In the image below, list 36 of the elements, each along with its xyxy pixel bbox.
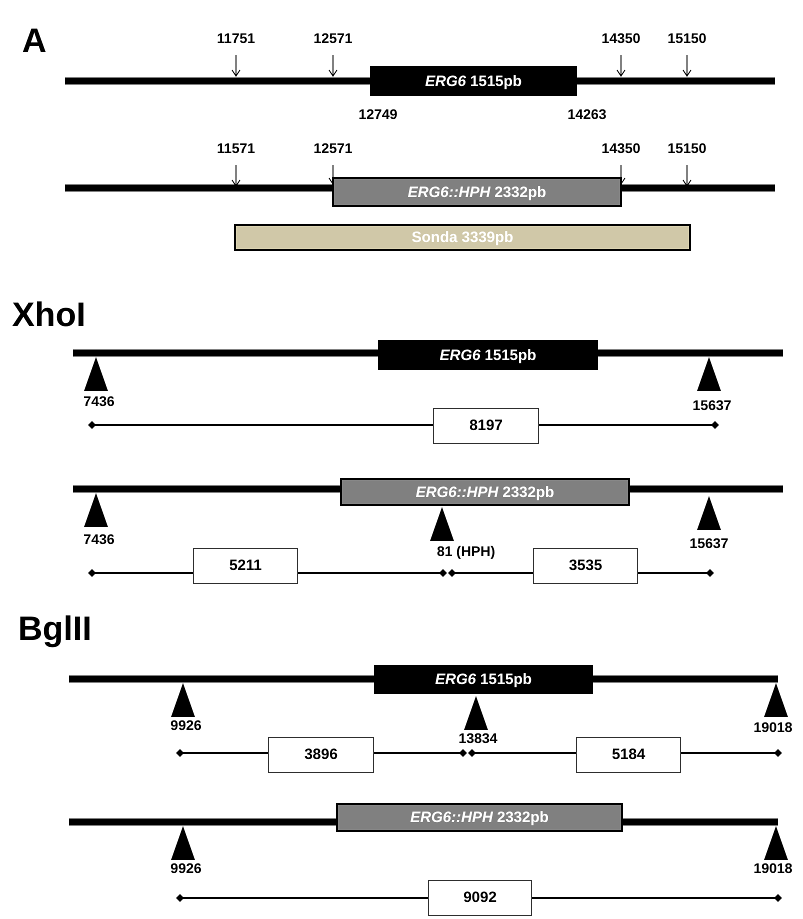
- position-label: 11751: [216, 30, 256, 46]
- section-heading: BglII: [18, 610, 92, 649]
- fragment-size-box: 8197: [433, 408, 539, 444]
- fragment-size-box: 3896: [268, 737, 374, 773]
- position-label: 12571: [314, 30, 352, 46]
- position-label: 7436: [83, 531, 115, 547]
- gene-box: ERG6::HPH 2332pb: [336, 803, 623, 832]
- fragment-size-box: 9092: [428, 880, 532, 916]
- panel-letter: A: [22, 22, 47, 61]
- gene-box: ERG6 1515pb: [370, 66, 577, 96]
- position-label: 13834: [458, 730, 498, 746]
- gene-box: ERG6 1515pb: [378, 340, 598, 370]
- position-label: 12571: [314, 140, 352, 156]
- gene-box: ERG6 1515pb: [374, 665, 593, 694]
- fragment-size-box: 3535: [533, 548, 638, 584]
- position-label: 14350: [602, 140, 640, 156]
- position-label: 15150: [668, 30, 706, 46]
- position-label: 81 (HPH): [436, 543, 496, 559]
- position-label: 15150: [668, 140, 706, 156]
- position-label: 15637: [690, 535, 728, 551]
- probe-bar: Sonda 3339pb: [234, 224, 691, 251]
- position-label: 12749: [358, 106, 398, 122]
- gene-box: ERG6::HPH 2332pb: [340, 478, 630, 506]
- fragment-size-box: 5184: [576, 737, 681, 773]
- position-label: 11571: [216, 140, 256, 156]
- position-label: 15637: [692, 397, 732, 413]
- gene-box: ERG6::HPH 2332pb: [332, 177, 622, 207]
- position-label: 14263: [568, 106, 606, 122]
- position-label: 7436: [83, 393, 115, 409]
- position-label: 19018: [754, 719, 792, 735]
- position-label: 14350: [602, 30, 640, 46]
- position-label: 9926: [170, 717, 202, 733]
- fragment-size-box: 5211: [193, 548, 298, 584]
- position-label: 19018: [754, 860, 792, 876]
- position-label: 9926: [170, 860, 202, 876]
- section-heading: XhoI: [12, 296, 86, 335]
